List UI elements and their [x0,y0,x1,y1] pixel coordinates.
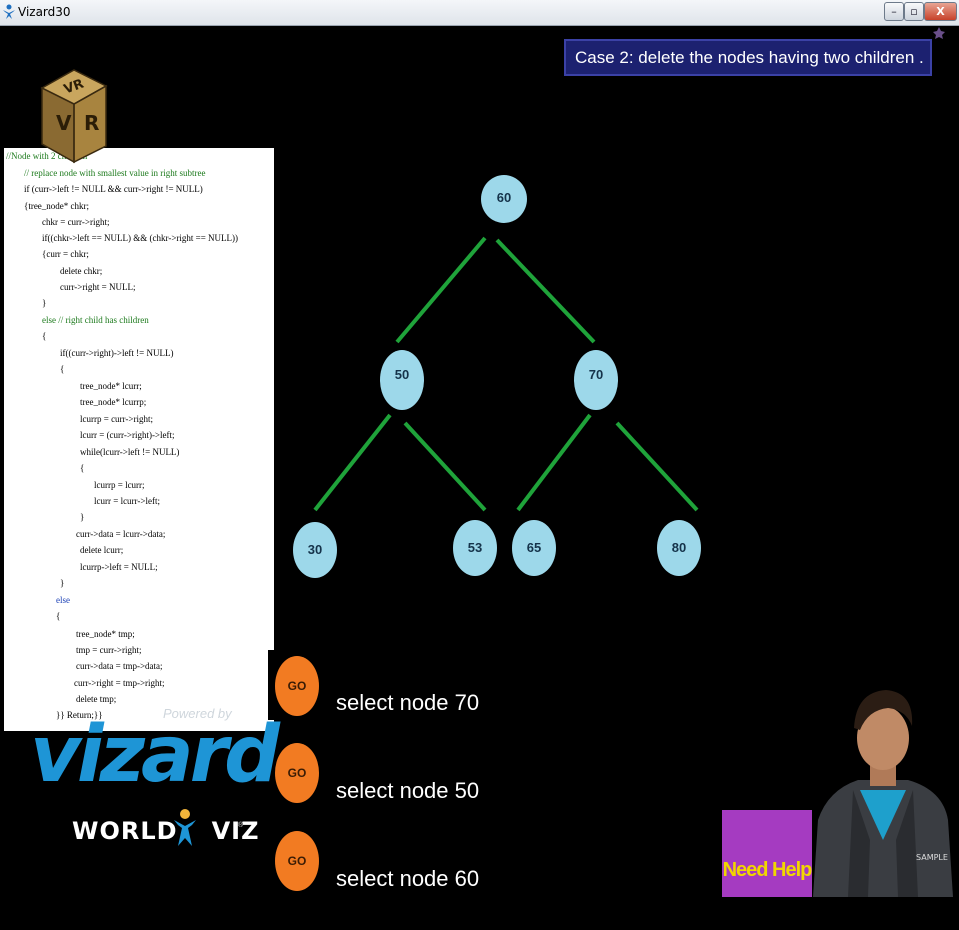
tree-node-70[interactable]: 70 [574,350,618,410]
tree-node-30[interactable]: 30 [293,522,337,578]
code-line: if((chkr->left == NULL) && (chkr->right … [42,233,239,243]
code-line: lcurrp = curr->right; [80,414,153,424]
action-label: select node 70 [336,690,480,715]
code-line: curr->data = lcurr->data; [76,529,166,539]
tree-edge [403,421,487,512]
worldviz-right: VIZ [211,817,260,845]
code-line: chkr = curr->right; [42,217,110,227]
code-line: if (curr->left != NULL && curr->right !=… [24,184,203,194]
code-line: lcurrp->left = NULL; [80,562,158,572]
tree-node-53[interactable]: 53 [453,520,497,576]
code-line: curr->data = tmp->data; [76,661,163,671]
code-line: else // right child has children [42,315,149,325]
code-line: {curr = chkr; [42,249,89,259]
registered-mark: ® [238,822,244,829]
code-line: lcurr = lcurr->left; [94,496,160,506]
tree-node-60[interactable]: 60 [481,175,527,223]
powered-by-text: Powered by [163,706,232,721]
code-line: { [60,364,65,374]
code-line: if((curr->right)->left != NULL) [60,348,174,358]
go-button[interactable]: GO [275,656,319,716]
panel-divider [268,650,278,720]
vr-cube-logo-icon: V R VR [40,69,108,164]
code-line: tmp = curr->right; [76,645,142,655]
code-line: curr->right = NULL; [60,282,136,292]
code-line: } [60,578,65,588]
vizard-app-icon [3,4,15,19]
code-line: {tree_node* chkr; [24,201,90,211]
avatar-presenter: SAMPLE [813,690,953,897]
worldviz-logo: WORLD VIZ [72,817,259,845]
tree-node-50[interactable]: 50 [380,350,424,410]
code-line: tree_node* tmp; [76,629,135,639]
tree-node-65[interactable]: 65 [512,520,556,576]
code-line: else [56,595,70,605]
action-label: select node 50 [336,778,480,803]
svg-text:R: R [84,111,99,135]
code-line: delete lcurr; [80,545,124,555]
code-line: { [42,331,47,341]
code-line: delete chkr; [60,266,103,276]
tree-edge [516,413,592,512]
code-line: { [56,611,61,621]
worldviz-figure-icon [174,809,196,846]
code-line: lcurr = (curr->right)->left; [80,430,175,440]
code-line: { [80,463,85,473]
code-line: } [42,298,47,308]
code-line: tree_node* lcurr; [80,381,142,391]
code-line: lcurrp = lcurr; [94,480,145,490]
window-titlebar: Vizard30 – ▫ X [0,0,959,26]
minimize-button[interactable]: – [884,2,904,21]
vizard-logo: vizard [30,710,280,800]
code-line: tree_node* lcurrp; [80,397,147,407]
tree-edge [395,236,487,344]
svg-text:VR: VR [62,77,86,98]
svg-text:SAMPLE: SAMPLE [916,853,948,862]
tree-edge [615,421,699,512]
corner-decoration-icon [933,27,945,39]
need-help-button[interactable]: Need Help [722,810,812,897]
window-title: Vizard30 [18,5,71,19]
code-line: // replace node with smallest value in r… [24,168,206,178]
close-button[interactable]: X [924,2,957,21]
case-banner: Case 2: delete the nodes having two chil… [564,39,932,76]
code-line: curr->right = tmp->right; [74,678,165,688]
svg-text:V: V [56,111,72,135]
code-line: }} Return;}} [56,710,103,720]
code-line: while(lcurr->left != NULL) [80,447,180,457]
code-line: delete tmp; [76,694,117,704]
tree-edge [313,413,392,512]
tree-node-80[interactable]: 80 [657,520,701,576]
code-panel: //Node with 2 children// replace node wi… [4,148,274,731]
code-line: } [80,512,85,522]
tree-edge [495,238,596,344]
go-button[interactable]: GO [275,743,319,803]
maximize-button[interactable]: ▫ [904,2,924,21]
action-label: select node 60 [336,866,480,891]
worldviz-left: WORLD [72,817,178,845]
go-button[interactable]: GO [275,831,319,891]
